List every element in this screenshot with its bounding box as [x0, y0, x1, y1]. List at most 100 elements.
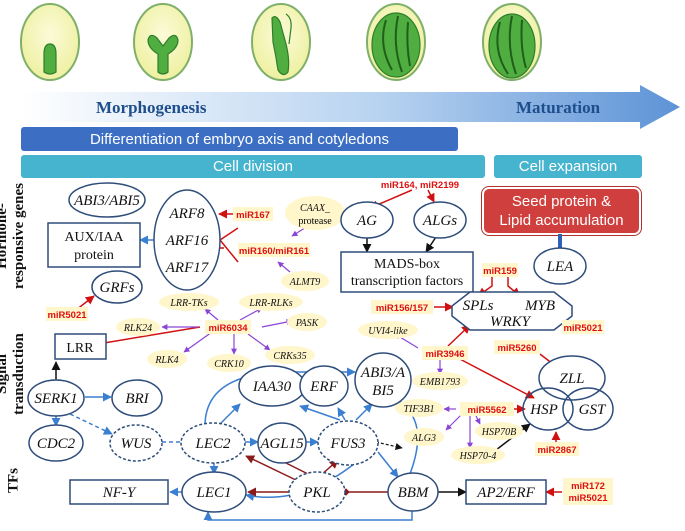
seed-mature-icon [482, 3, 542, 81]
seed-protein-line2: Lipid accumulation [499, 212, 624, 229]
almt9-label: ALMT9 [289, 277, 321, 288]
ap2-erf-label: AP2/ERF [476, 485, 535, 501]
mirna-labels: miR167 miR160/miR161 miR164, miR2199 miR… [46, 180, 613, 505]
abi3-bi5-line2: BI5 [372, 383, 394, 399]
differentiation-label: Differentiation of embryo axis and cotyl… [89, 130, 390, 148]
serk1-node: SERK1 [27, 379, 85, 417]
hsp70-4-node: HSP70-4 [451, 446, 505, 464]
cell-expansion-label: Cell expansion [518, 158, 618, 175]
uvi4-like-node: UVI4-like [358, 321, 418, 339]
mir5021-wrky-label: miR5021 [563, 323, 603, 334]
seed-bent-cotyledon-icon [366, 3, 426, 81]
morphogenesis-label: Morphogenesis [96, 98, 207, 117]
mir5562-label: miR5562 [467, 405, 506, 416]
mir172-label: miR172 [571, 481, 605, 492]
differentiation-bar: Differentiation of embryo axis and cotyl… [21, 127, 458, 151]
mir167-label: miR167 [236, 210, 270, 221]
abi3-bi5-line1: ABI3/A [360, 365, 406, 381]
mir156-157-label: miR156/157 [376, 303, 428, 314]
crks35-node: CRKs35 [265, 346, 315, 364]
seed-torpedo-icon [251, 3, 311, 81]
pkl-label: PKL [302, 485, 331, 501]
grfs-node: GRFs [91, 270, 143, 304]
bbm-node: BBM [387, 472, 439, 512]
mads-line1: MADS-box [374, 257, 440, 272]
caax-line1: CAAX_ [300, 203, 331, 214]
cell-division-label: Cell division [212, 158, 294, 175]
spls-label: SPLs [463, 298, 494, 314]
gst-node: GST [562, 387, 614, 431]
hsp70-4-label: HSP70-4 [459, 451, 497, 462]
arf17-label: ARF17 [165, 260, 210, 276]
spls-myb-wrky-node: SPLs MYB WRKY [451, 291, 573, 331]
hsp-node: HSP [522, 387, 574, 431]
caax-line2: protease [298, 216, 332, 227]
crk10-node: CRK10 [207, 354, 251, 372]
mir160-161-label: miR160/miR161 [239, 246, 310, 257]
cell-expansion-bar: Cell expansion [494, 155, 642, 178]
seed-globular-icon [20, 3, 80, 81]
fus3-label: FUS3 [330, 436, 366, 452]
bri-label: BRI [125, 391, 149, 407]
gst-label: GST [579, 402, 607, 418]
lrr-rlks-label: LRR-RLKs [248, 298, 292, 309]
embryo-stage-illustrations [20, 3, 542, 81]
lrr-box: LRR [54, 333, 107, 360]
pkl-node: PKL [288, 471, 346, 513]
arf16-label: ARF16 [165, 233, 209, 249]
lea-node: LEA [533, 247, 587, 285]
mir6034-label: miR6034 [208, 323, 248, 334]
pask-node: PASK [287, 313, 327, 331]
agl15-label: AGL15 [259, 436, 304, 452]
cdc2-node: CDC2 [28, 424, 84, 462]
pask-label: PASK [295, 318, 320, 329]
rlk4-label: RLK4 [154, 355, 178, 366]
emb1793-node: EMB1793 [412, 372, 468, 390]
mir159-label: miR159 [483, 266, 517, 277]
erf-label: ERF [309, 379, 338, 395]
ap2-erf-box: AP2/ERF [465, 479, 547, 505]
cdc2-label: CDC2 [37, 436, 76, 452]
bri-node: BRI [111, 379, 163, 417]
lrr-label: LRR [66, 341, 94, 356]
lec1-node: LEC1 [181, 471, 247, 513]
agl15-node: AGL15 [257, 422, 307, 464]
emb1793-label: EMB1793 [419, 377, 461, 388]
mir2867-label: miR2867 [537, 445, 576, 456]
hsp-label: HSP [529, 402, 558, 418]
almt9-node: ALMT9 [281, 271, 329, 291]
tif3b1-label: TIF3B1 [403, 404, 434, 415]
hsp70b-node: HSP70B [475, 422, 523, 440]
mir5260-label: miR5260 [497, 343, 536, 354]
alg3-label: ALG3 [411, 433, 436, 444]
mir5021-grf-label: miR5021 [47, 310, 87, 321]
tif3b1-node: TIF3B1 [395, 399, 443, 417]
wrky-label: WRKY [490, 314, 532, 330]
maturation-label: Maturation [516, 98, 601, 117]
arf8-label: ARF8 [169, 206, 205, 222]
abi3-abi5-label: ABI3/ABI5 [73, 193, 140, 209]
abi3-bi5-node: ABI3/A BI5 [354, 352, 412, 408]
lea-label: LEA [546, 259, 575, 275]
mads-box-box: MADS-box transcription factors [340, 251, 474, 293]
lrr-rlks-node: LRR-RLKs [239, 293, 303, 311]
hsp70b-label: HSP70B [481, 427, 516, 438]
crks35-label: CRKs35 [273, 351, 306, 362]
wus-label: WUS [121, 436, 152, 452]
aux-iaa-line2: protein [74, 248, 114, 263]
arf-family-node: ARF8 ARF16 ARF17 [153, 189, 221, 291]
bbm-label: BBM [398, 485, 430, 501]
rlk24-node: RLK24 [116, 318, 160, 336]
iaa30-label: IAA30 [252, 379, 292, 395]
myb-label: MYB [524, 298, 555, 314]
mir3946-label: miR3946 [425, 349, 464, 360]
ag-node: AG [340, 201, 394, 239]
uvi4-label: UVI4-like [368, 326, 408, 337]
zll-label: ZLL [559, 371, 584, 387]
abi3-abi5-node: ABI3/ABI5 [68, 182, 146, 218]
caax-protease-node: CAAX_ protease [285, 196, 345, 230]
development-timeline-arrow [20, 85, 680, 129]
cell-division-bar: Cell division [21, 155, 485, 178]
